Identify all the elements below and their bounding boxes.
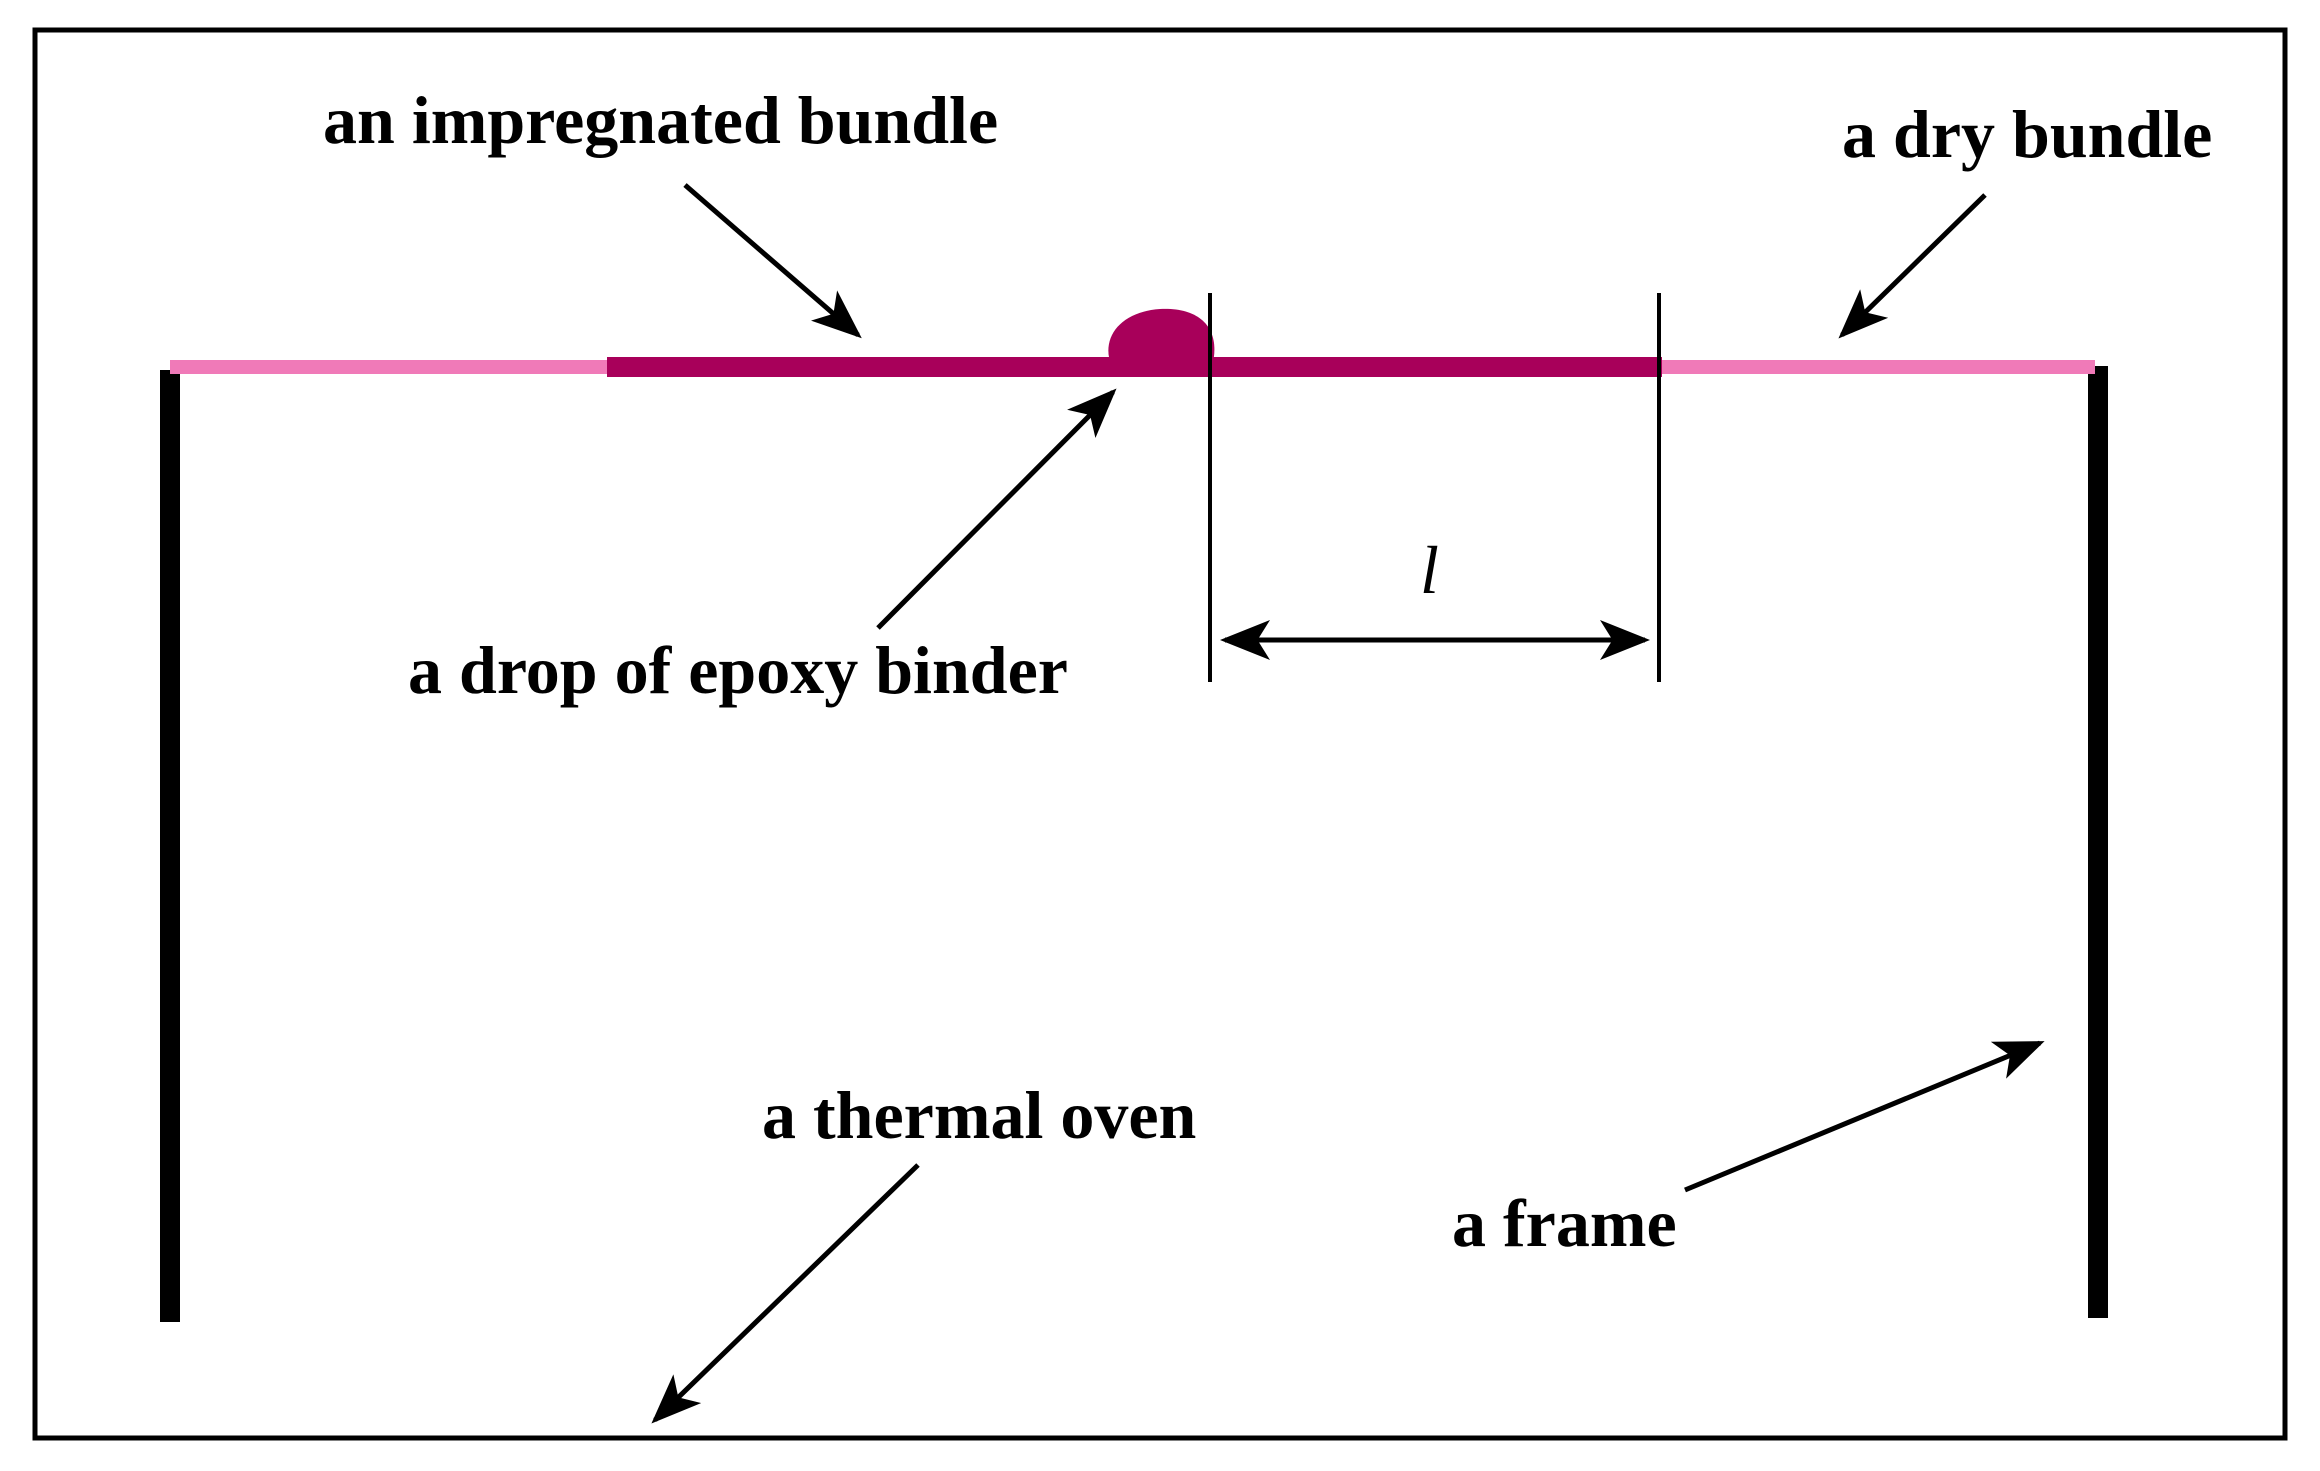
impregnated-bundle-arrow <box>683 183 862 339</box>
dry-bundle-right <box>1660 360 2095 374</box>
label-length: l <box>1420 532 1439 608</box>
dry-bundle-arrow <box>1838 193 1987 339</box>
label-impregnated-bundle: an impregnated bundle <box>323 82 998 158</box>
dry-bundle-left <box>170 360 610 374</box>
label-epoxy-drop: a drop of epoxy binder <box>408 632 1068 708</box>
label-dry-bundle: a dry bundle <box>1842 96 2212 172</box>
frame-right-post <box>2088 366 2108 1318</box>
frame-left-post <box>160 370 180 1322</box>
frame-arrow <box>1684 1040 2045 1193</box>
epoxy-drop <box>1108 308 1215 367</box>
label-frame: a frame <box>1452 1185 1677 1261</box>
thermal-oven-border <box>32 27 2288 1441</box>
epoxy-drop-arrow <box>876 388 1117 630</box>
label-thermal-oven: a thermal oven <box>762 1077 1196 1153</box>
thermal-oven-arrow <box>651 1163 920 1424</box>
